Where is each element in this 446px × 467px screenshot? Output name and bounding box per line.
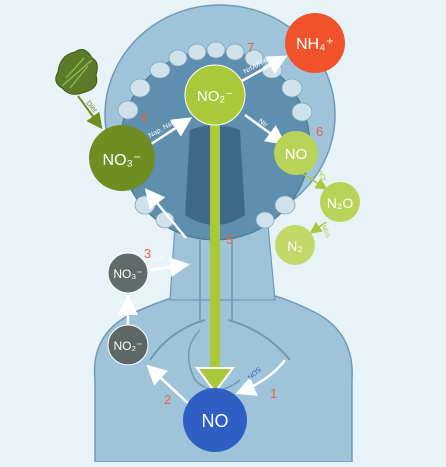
molecule-no-blue: NO — [183, 388, 247, 452]
molecule-nh4: NH₄⁺ — [285, 13, 345, 73]
step-numbers: 1 2 3 4 5 6 7 — [140, 40, 323, 407]
step-1: 1 — [270, 386, 277, 401]
arrow-nos — [235, 359, 286, 396]
step-6: 6 — [316, 124, 323, 139]
no-green-label: NO — [285, 146, 308, 163]
label-nos-n2o: NOS — [320, 225, 330, 239]
diet-arrow — [77, 95, 103, 130]
no2-main-label: NO₂⁻ — [197, 88, 233, 105]
step-3: 3 — [144, 246, 151, 261]
no3-small-label: NO₃⁻ — [113, 267, 142, 281]
step-4: 4 — [140, 110, 147, 125]
arrow-sialin-to-no3 — [144, 188, 187, 239]
arrow-n2o-to-n2 — [309, 221, 327, 234]
main-arrow-shaft — [210, 120, 220, 385]
molecule-n2o: N₂O — [320, 182, 360, 222]
nh4-label: NH₄⁺ — [296, 36, 334, 53]
n2-label: N₂ — [287, 238, 303, 254]
molecule-no3-big: NO₃⁻ — [89, 125, 155, 191]
step-5: 5 — [226, 232, 233, 247]
molecule-n2: N₂ — [275, 225, 315, 265]
molecule-no-green: NO — [274, 131, 318, 175]
arrow-no-to-no2small — [146, 364, 191, 406]
molecule-no3-small: NO₃⁻ — [107, 252, 149, 294]
step-2: 2 — [164, 392, 171, 407]
arrow-no-to-n2o — [299, 171, 328, 190]
no3-big-label: NO₃⁻ — [103, 152, 142, 169]
arrow-no2-to-nh4 — [239, 55, 288, 84]
no-blue-label: NO — [202, 411, 229, 431]
pathway-arrows — [118, 55, 288, 406]
molecule-no2-small: NO₂⁻ — [107, 324, 149, 366]
lettuce-icon — [55, 49, 98, 95]
label-nor: NOr — [316, 170, 327, 183]
arrow-no2-to-no — [244, 113, 287, 145]
molecule-no2-main: NO₂⁻ — [184, 64, 246, 126]
arrow-no3-to-no2 — [147, 117, 193, 148]
no2-small-label: NO₂⁻ — [114, 339, 143, 353]
step-7: 7 — [247, 40, 254, 55]
label-nir: NIr — [257, 118, 269, 129]
arrow-no3small-to-gland — [149, 257, 190, 278]
label-sialin: Sialin — [151, 255, 167, 264]
main-arrow-head — [195, 367, 235, 394]
n2o-label: N₂O — [327, 195, 354, 211]
